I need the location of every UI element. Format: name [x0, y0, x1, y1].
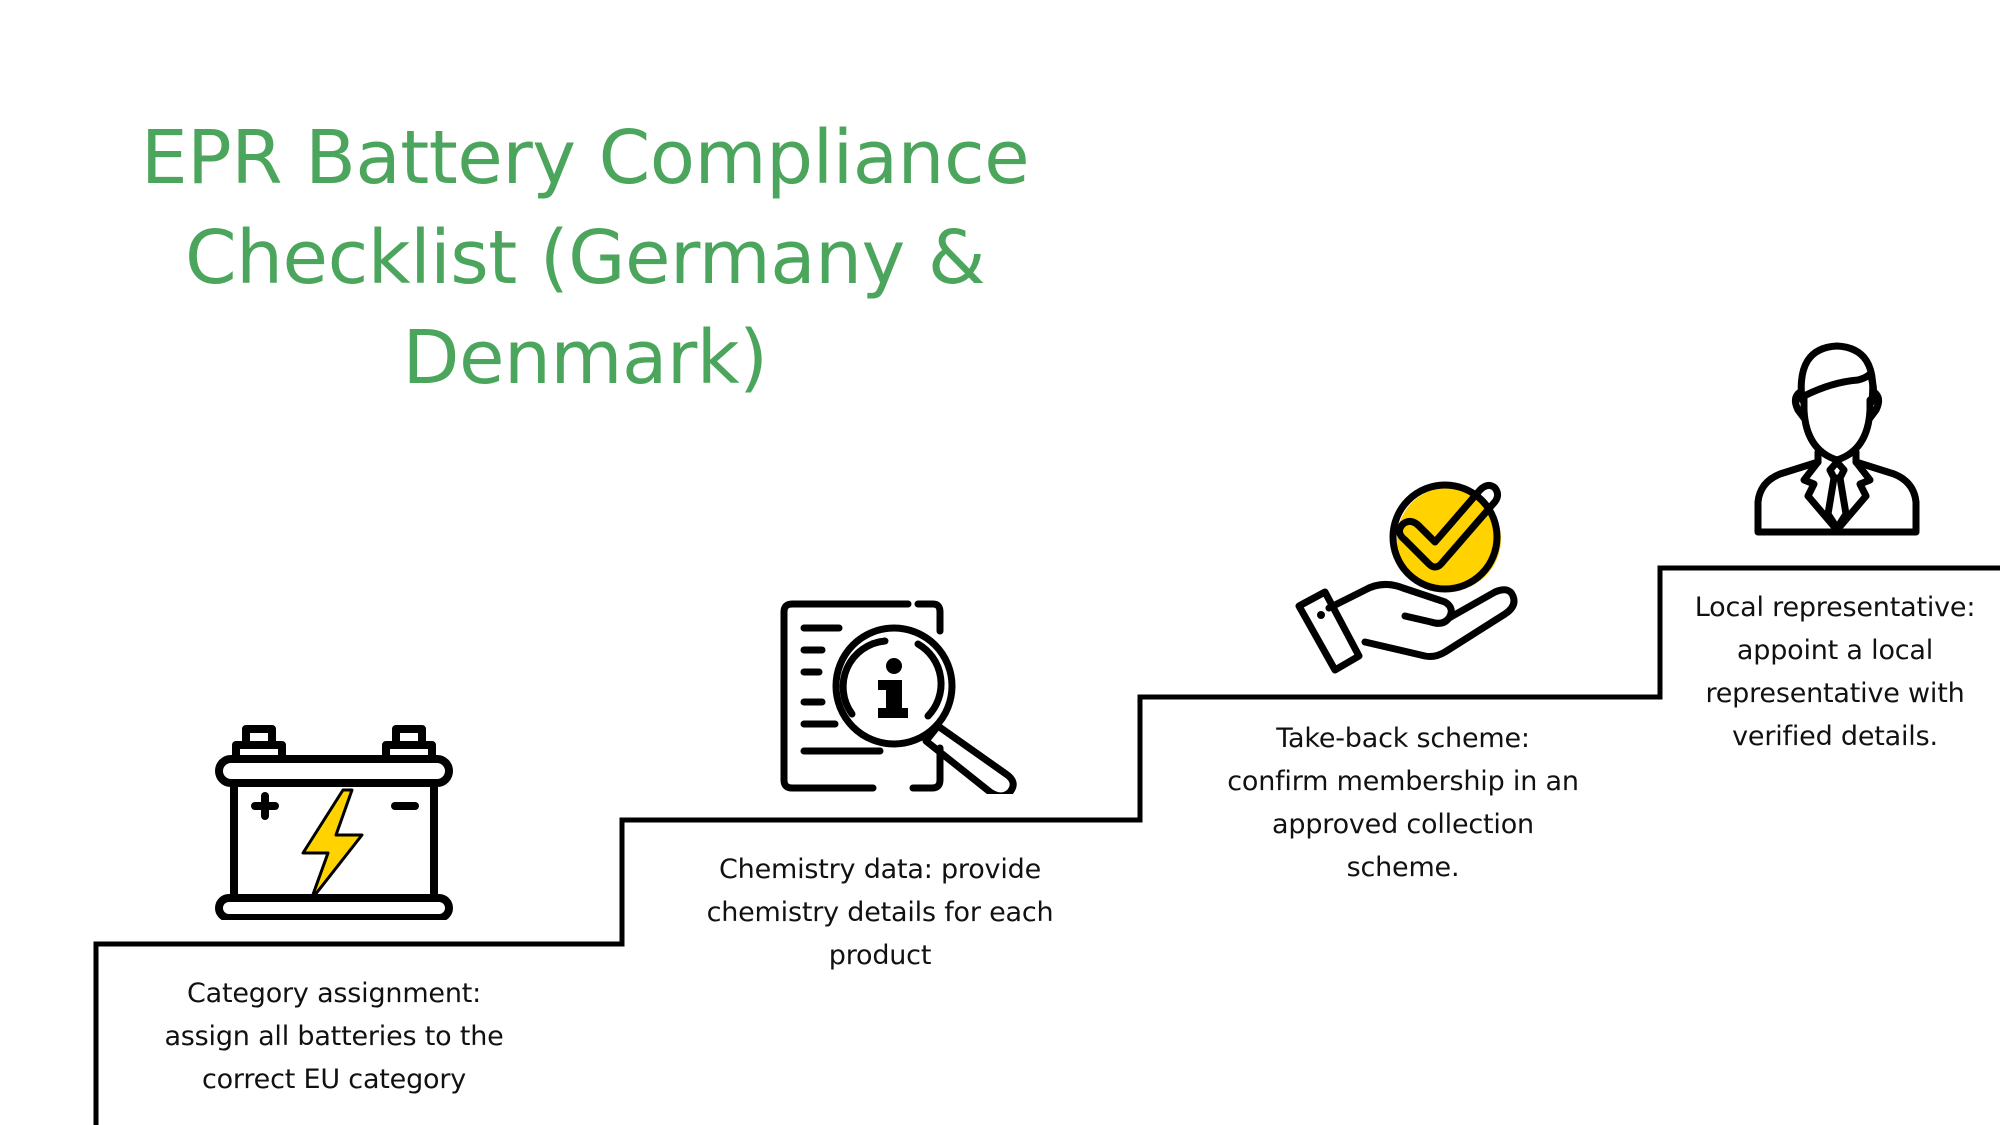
- battery-icon: [215, 725, 453, 920]
- step-1-text: Category assignment: assign all batterie…: [114, 972, 554, 1101]
- step-3-line-3: approved collection: [1272, 809, 1534, 840]
- title-line-2: Checklist (Germany &: [184, 215, 986, 301]
- step-2-line-2: chemistry details for each: [706, 897, 1054, 928]
- step-2-text: Chemistry data: provide chemistry detail…: [660, 848, 1100, 977]
- document-search-info-icon: [780, 600, 1017, 794]
- step-4-line-4: verified details.: [1732, 721, 1938, 752]
- title-line-1: EPR Battery Compliance: [140, 115, 1030, 201]
- step-1-line-1: Category assignment:: [186, 978, 482, 1009]
- step-1-line-3: correct EU category: [201, 1064, 467, 1095]
- businessman-icon: [1754, 342, 1920, 536]
- step-3-text: Take-back scheme: confirm membership in …: [1183, 717, 1623, 889]
- title-line-3: Denmark): [402, 315, 769, 401]
- step-2-line-1: Chemistry data: provide: [719, 854, 1041, 885]
- step-1-line-2: assign all batteries to the: [164, 1021, 504, 1052]
- hand-checkmark-icon: [1295, 481, 1518, 674]
- step-2-line-3: product: [828, 940, 932, 971]
- page-title: EPR Battery Compliance Checklist (German…: [95, 108, 1075, 408]
- step-3-line-2: confirm membership in an: [1227, 766, 1579, 797]
- step-4-text: Local representative: appoint a local re…: [1665, 586, 2000, 758]
- step-3-line-4: scheme.: [1346, 852, 1460, 883]
- step-3-line-1: Take-back scheme:: [1276, 723, 1530, 754]
- step-4-line-2: appoint a local: [1736, 635, 1934, 666]
- step-4-line-1: Local representative:: [1694, 592, 1976, 623]
- step-4-line-3: representative with: [1705, 678, 1965, 709]
